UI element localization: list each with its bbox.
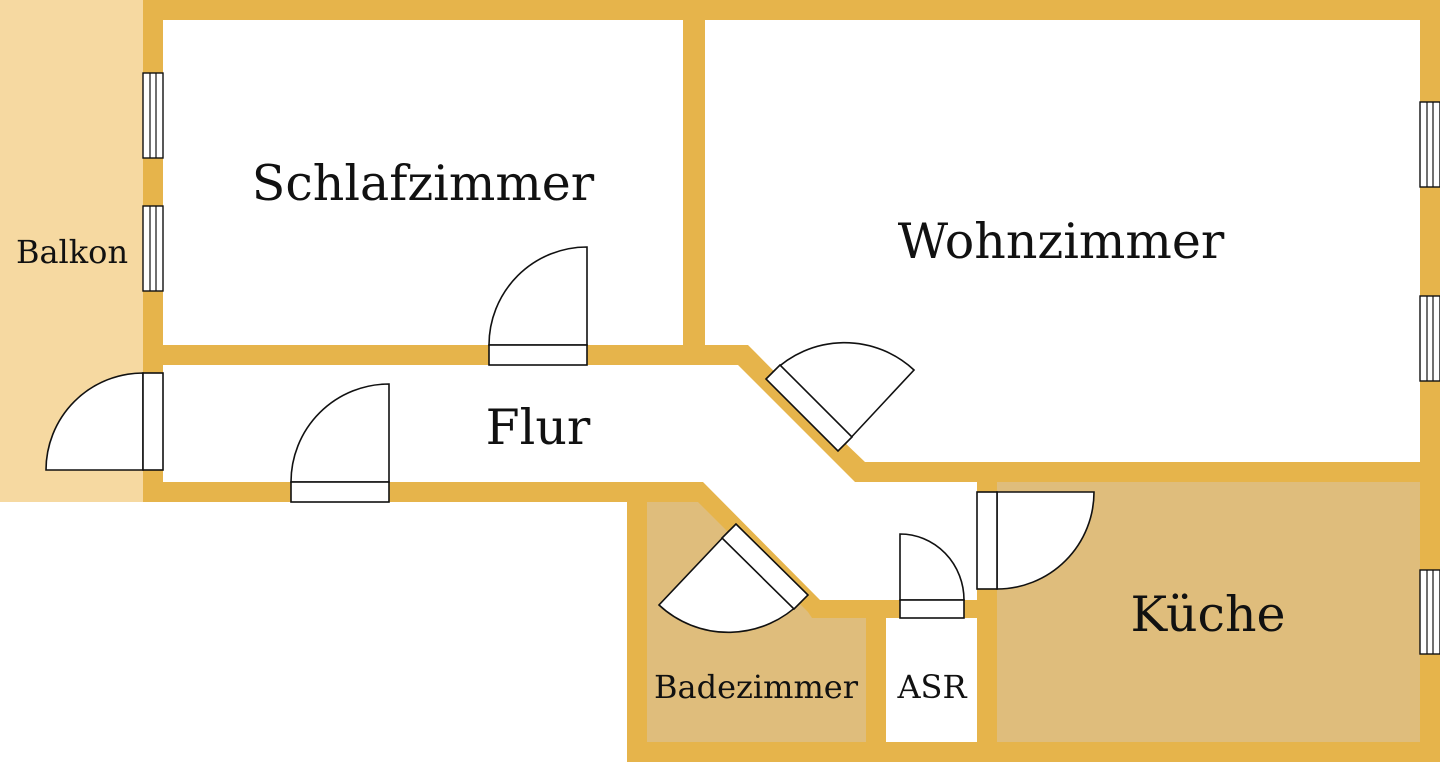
door-bathroom (657, 522, 810, 634)
label-badezimmer: Badezimmer (654, 668, 859, 706)
storage-area (886, 618, 977, 742)
window-bedroom-upper (142, 72, 164, 159)
window-bedroom-lower (142, 205, 164, 292)
door-balcony (45, 372, 164, 471)
label-balkon: Balkon (16, 233, 128, 271)
label-schlafzimmer: Schlafzimmer (252, 155, 595, 212)
window-kitchen (1419, 569, 1440, 655)
label-kueche: Küche (1130, 586, 1285, 643)
door-hallway-lower (290, 383, 390, 503)
label-wohnzimmer: Wohnzimmer (898, 213, 1225, 270)
bedroom-area (163, 20, 683, 345)
window-living-lower (1419, 295, 1440, 382)
label-flur: Flur (486, 399, 591, 456)
window-living-upper (1419, 101, 1440, 188)
door-bedroom (488, 246, 588, 366)
door-storage (899, 533, 965, 619)
door-kitchen (976, 491, 1095, 590)
door-living-room (764, 341, 916, 453)
label-asr: ASR (896, 668, 967, 706)
